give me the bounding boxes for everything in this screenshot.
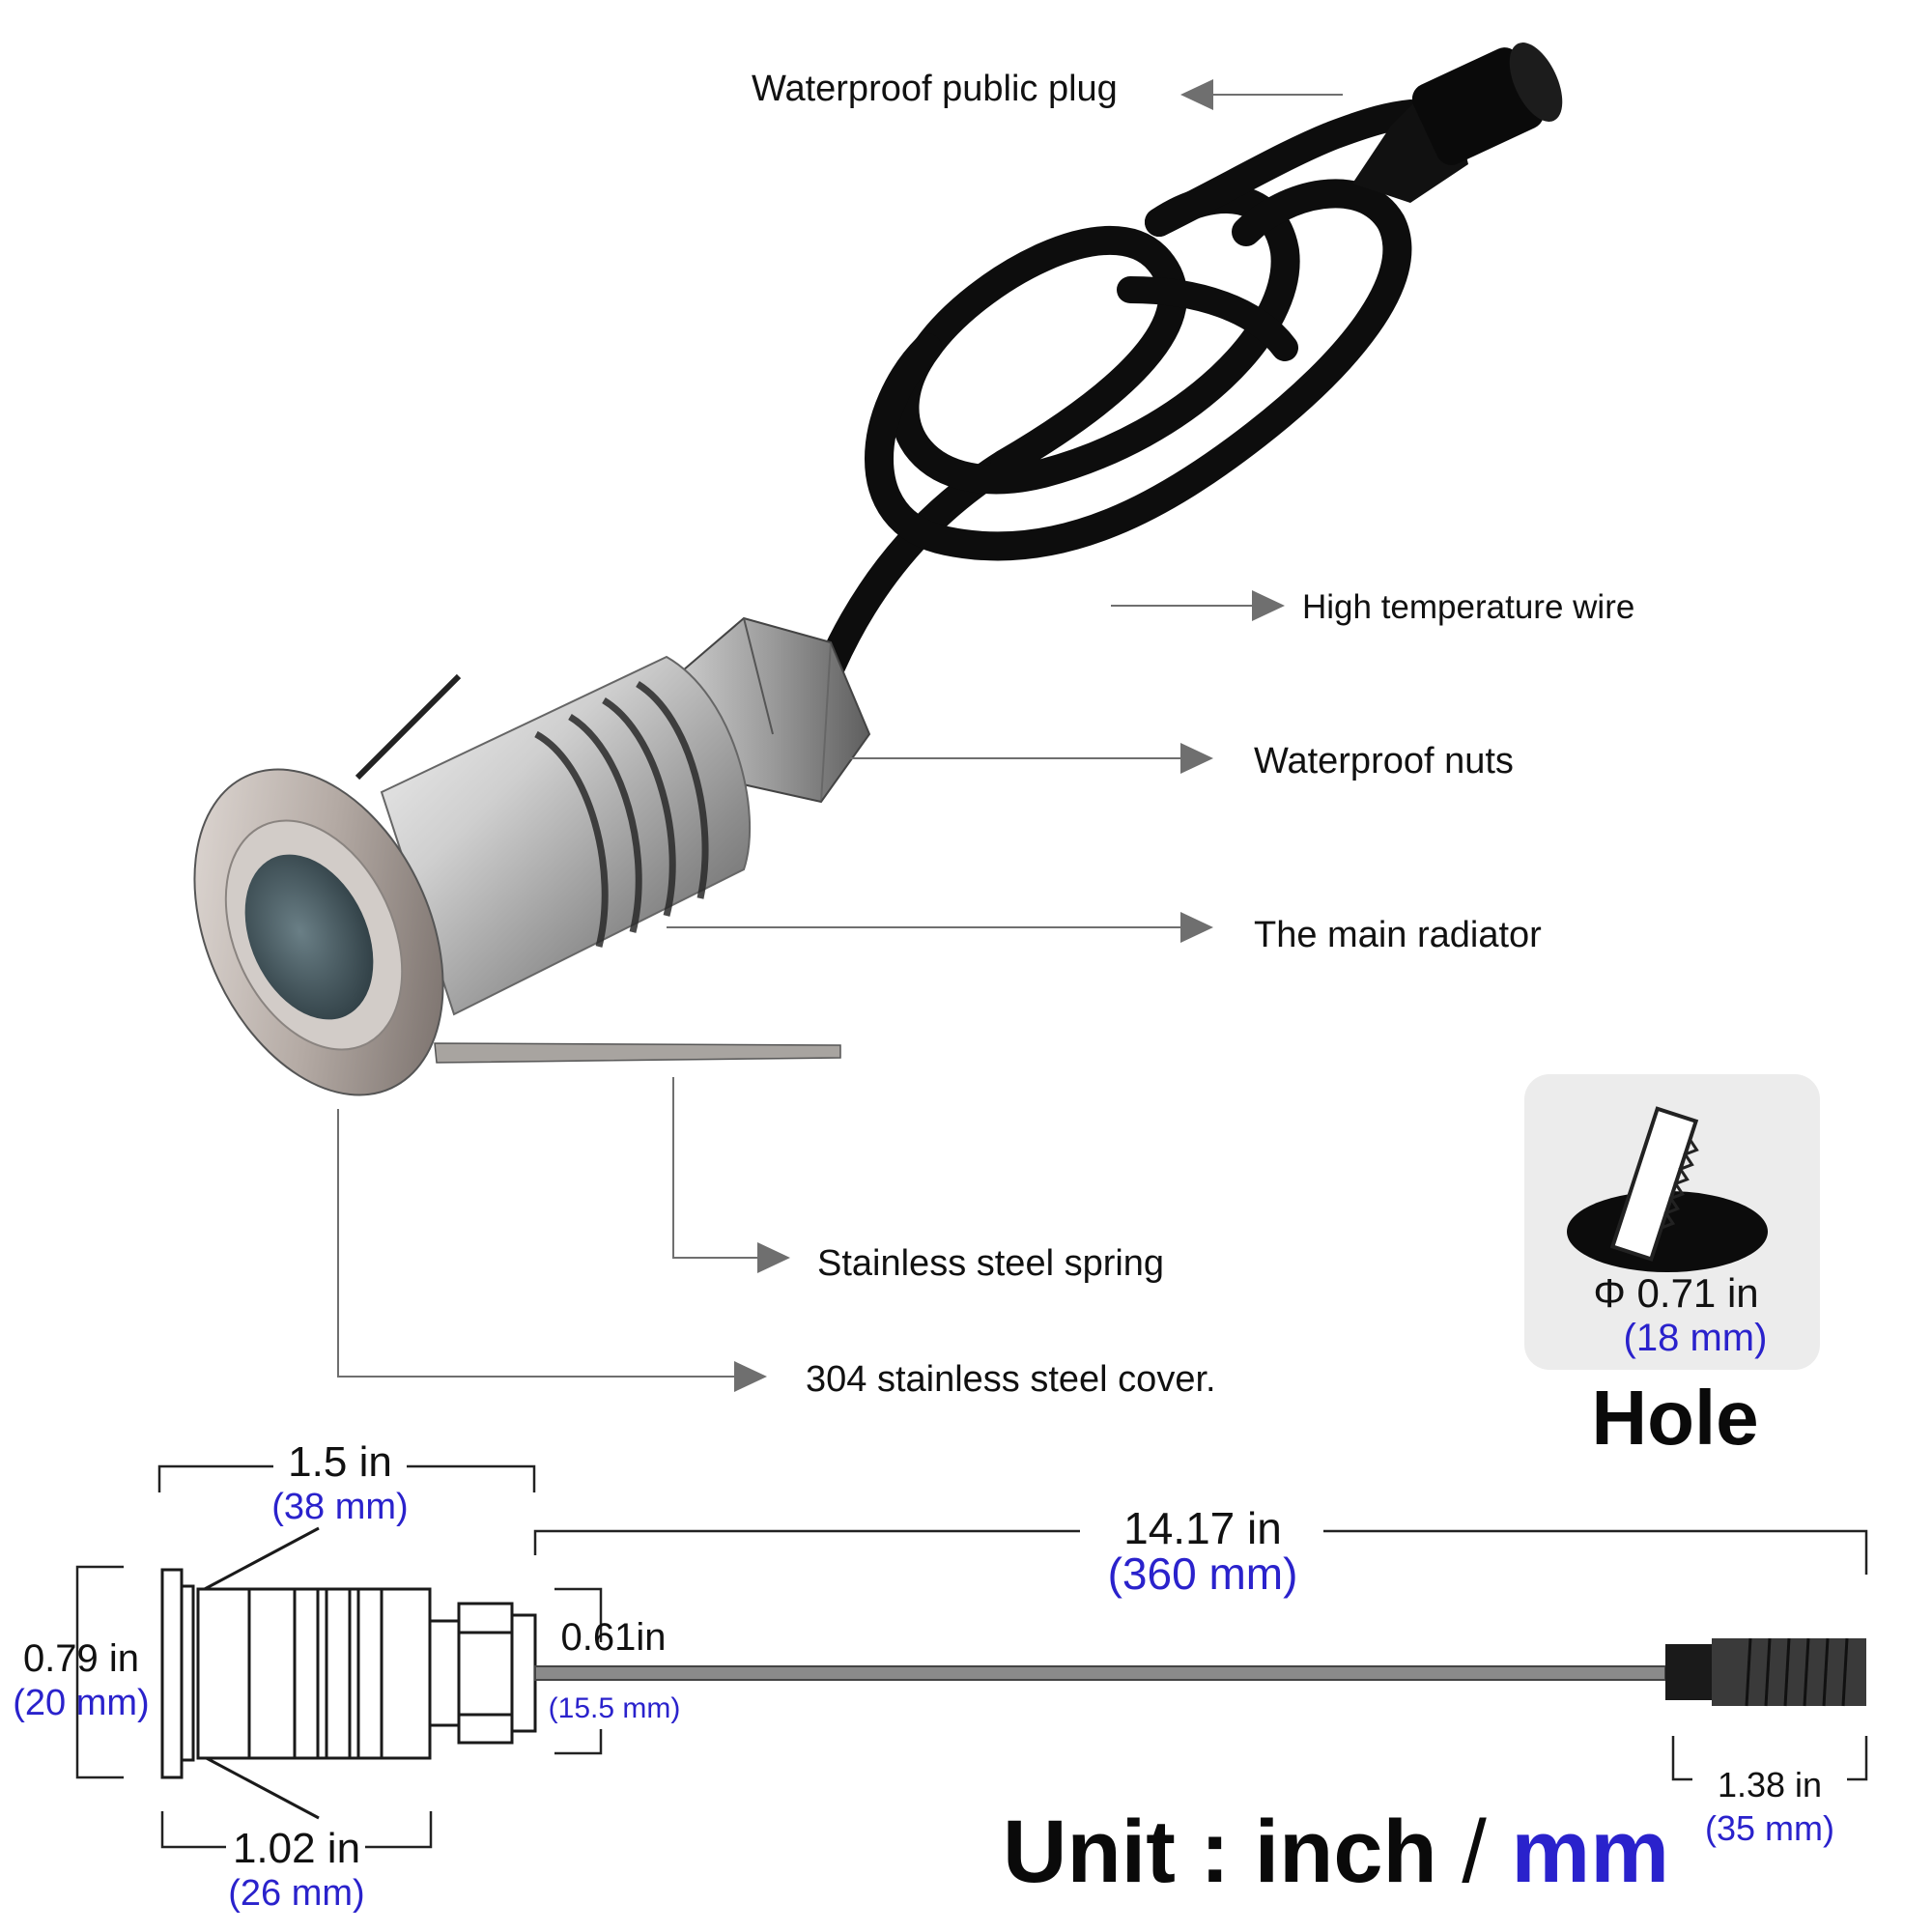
dim-cable-in: 14.17 in [1123,1503,1282,1553]
light-body [193,616,871,1096]
product-photo [193,43,1563,1096]
hole-diameter-in: Φ 0.71 in [1593,1270,1758,1316]
dim-cable-mm: (360 mm) [1108,1548,1298,1599]
dim-height-mm: (20 mm) [13,1683,149,1723]
cable-coil [816,99,1425,681]
hole-diameter-mm: (18 mm) [1624,1317,1768,1359]
dim-body-mm: (26 mm) [228,1873,364,1914]
unit-mm: mm [1511,1803,1669,1901]
hole-icon [1567,1191,1768,1272]
spring-bottom [434,1042,841,1064]
dim-nut-in: 0.61in [561,1616,667,1659]
label-waterproof-plug: Waterproof public plug [752,69,1118,109]
dim-width-in: 1.5 in [288,1438,392,1486]
hole-title: Hole [1591,1375,1758,1461]
label-waterproof-nuts: Waterproof nuts [1254,741,1514,781]
dim-plug-in: 1.38 in [1718,1765,1822,1804]
dim-body-in: 1.02 in [233,1825,360,1872]
side-profile [160,1526,537,1820]
hole-panel: Φ 0.71 in (18 mm) Hole [1524,1074,1820,1461]
unit-prefix: Unit : inch [1003,1803,1437,1901]
dim-height-in: 0.79 in [23,1637,139,1680]
unit-legend: Unit : inch / mm [1003,1803,1669,1901]
label-main-radiator: The main radiator [1254,915,1542,955]
callout-labels: Waterproof public plug High temperature … [752,69,1634,1400]
dim-width-mm: (38 mm) [271,1487,408,1527]
dim-plug-mm: (35 mm) [1705,1808,1834,1848]
dimension-labels: 1.5 in (38 mm) 14.17 in (360 mm) 0.79 in… [13,1438,1834,1914]
cable-line [534,1665,1666,1681]
waterproof-plug [1352,43,1563,203]
callout-lines [337,79,1343,1392]
label-high-temp-wire: High temperature wire [1302,588,1634,626]
spring-top [355,673,462,781]
unit-slash: / [1462,1803,1487,1901]
lens [244,854,374,1020]
dimension-drawing: 1.5 in (38 mm) 14.17 in (360 mm) 0.79 in… [13,1438,1868,1914]
label-steel-cover: 304 stainless steel cover. [806,1359,1216,1400]
plug-profile [1665,1637,1866,1707]
drill-icon [1609,1106,1699,1262]
label-steel-spring: Stainless steel spring [817,1243,1164,1284]
dim-nut-mm: (15.5 mm) [549,1692,681,1724]
dimension-brackets [75,1464,1868,1849]
